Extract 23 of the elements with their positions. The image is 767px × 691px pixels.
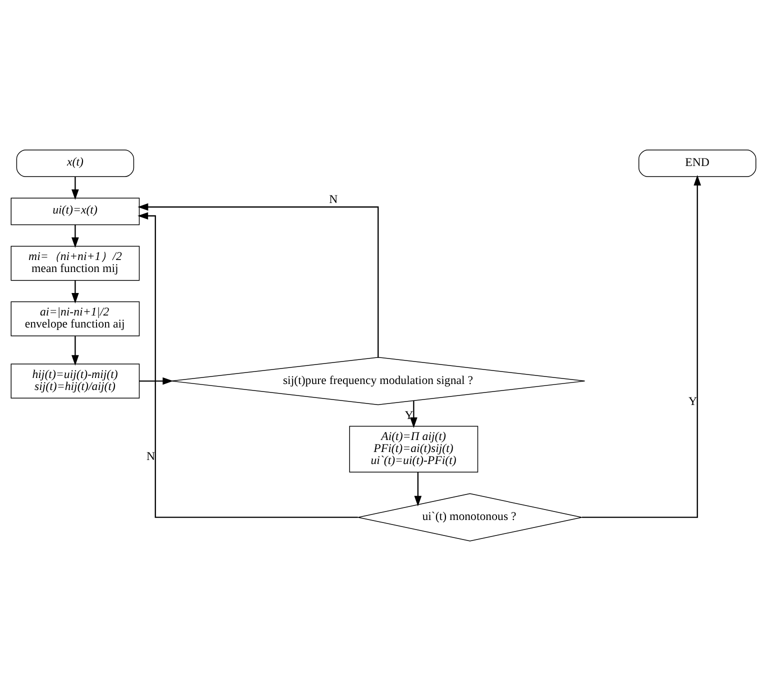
edge-label: N (329, 192, 338, 206)
node-box: Ai(t)=Π aij(t) PFi(t)=ai(t)sij(t) ui`(t)=ui(t)-PFi(t) (349, 426, 478, 473)
edge-label: Y (404, 408, 414, 422)
arrow (414, 472, 422, 506)
edge-label: Y (688, 394, 698, 408)
node-box: mi=（ni+ni+1）/2 mean function mij (10, 246, 140, 281)
node-box: hij(t)=uij(t)-mij(t) sij(t)=hij(t)/aij(t) (10, 364, 140, 398)
arrow (72, 280, 79, 304)
node-diamond: sij(t)pure frequency modulation signal ? (171, 356, 586, 406)
node-box: x(t) (16, 150, 134, 177)
arrow (138, 212, 358, 518)
arrow (72, 336, 79, 366)
arrow (410, 400, 418, 428)
node-box: ui(t)=x(t) (10, 198, 140, 226)
arrow (72, 176, 79, 200)
node-diamond: ui`(t) monotonous ? (358, 493, 582, 542)
edge-label: N (146, 449, 156, 464)
arrow (138, 203, 379, 358)
arrow (72, 224, 79, 248)
arrow (139, 377, 174, 385)
node-box: ai=|ni-ni+1|/2 envelope function aij (10, 301, 140, 336)
arrow (582, 174, 702, 518)
node-box: END (638, 150, 756, 177)
